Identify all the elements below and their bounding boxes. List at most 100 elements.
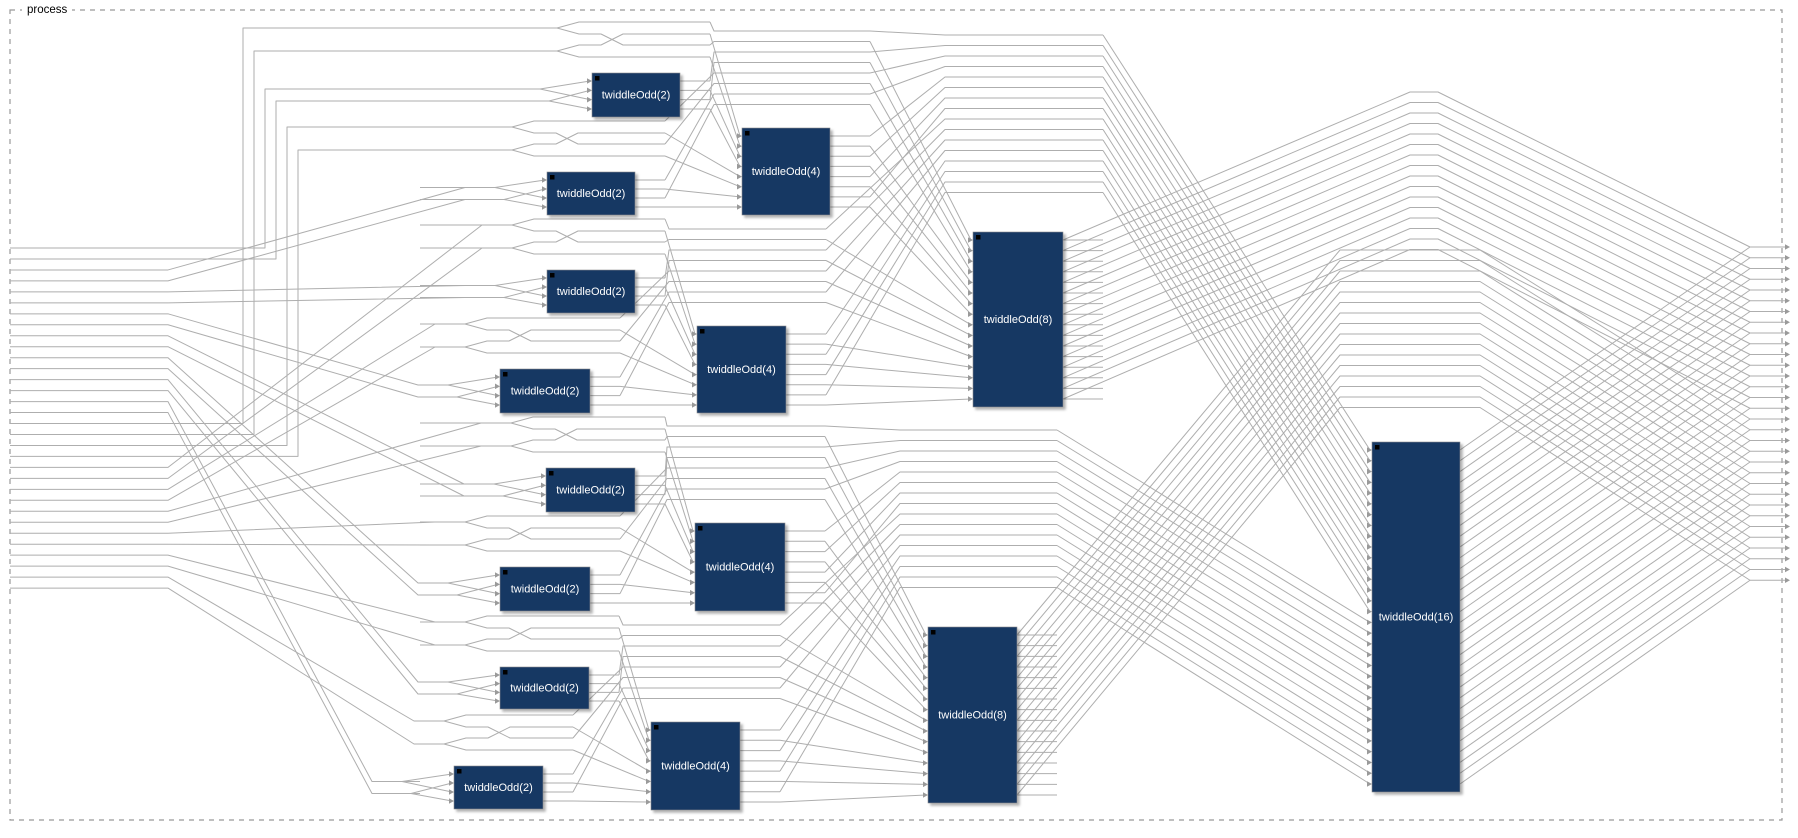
wire bbox=[572, 677, 780, 739]
wire bbox=[1459, 278, 1751, 483]
wire bbox=[1062, 154, 1751, 312]
node-label-t2b: twiddleOdd(2) bbox=[557, 188, 625, 200]
node-box-t2d bbox=[499, 368, 591, 414]
wire bbox=[420, 396, 499, 406]
wire bbox=[824, 602, 927, 711]
node-t2a: twiddleOdd(2) bbox=[591, 72, 681, 118]
wire bbox=[1062, 207, 1751, 366]
node-label-t16: twiddleOdd(16) bbox=[1379, 612, 1454, 624]
wire bbox=[420, 21, 710, 29]
wire bbox=[420, 644, 619, 652]
wire bbox=[824, 461, 1057, 490]
wire bbox=[1459, 354, 1751, 559]
node-box-t2a bbox=[591, 72, 681, 118]
wire bbox=[869, 62, 972, 251]
wire bbox=[420, 582, 499, 595]
node-box-t2e bbox=[545, 467, 636, 513]
wire bbox=[1102, 34, 1371, 451]
wire bbox=[130, 224, 483, 468]
wire bbox=[130, 100, 420, 260]
wire bbox=[1459, 429, 1751, 634]
wire bbox=[1459, 246, 1751, 451]
wire bbox=[1016, 302, 1751, 689]
wire bbox=[1056, 524, 1371, 720]
wire bbox=[1459, 386, 1751, 591]
wire bbox=[1459, 472, 1751, 677]
wire bbox=[619, 302, 826, 396]
wire bbox=[779, 677, 927, 743]
wire bbox=[420, 594, 499, 604]
wire bbox=[664, 304, 696, 365]
wire bbox=[130, 27, 420, 425]
wire bbox=[664, 72, 870, 122]
wire bbox=[869, 104, 972, 273]
wire bbox=[618, 645, 780, 676]
wire bbox=[869, 87, 1103, 157]
wire bbox=[664, 286, 696, 355]
wire bbox=[664, 451, 694, 542]
wire bbox=[410, 793, 453, 802]
wire bbox=[824, 440, 1057, 448]
wire bbox=[1016, 365, 1751, 753]
wire bbox=[779, 635, 927, 721]
node-t2d: twiddleOdd(2) bbox=[499, 368, 591, 414]
node-port-dot bbox=[698, 526, 703, 531]
wire bbox=[1062, 165, 1751, 323]
wire bbox=[619, 550, 694, 583]
node-port-dot bbox=[549, 471, 554, 476]
wire bbox=[572, 666, 780, 716]
wire bbox=[1102, 45, 1371, 462]
wire bbox=[709, 33, 741, 137]
wire bbox=[1102, 66, 1371, 483]
wire bbox=[824, 450, 1057, 469]
wire bbox=[420, 120, 665, 128]
wire bbox=[420, 33, 710, 52]
node-port-dot bbox=[503, 670, 508, 675]
wire bbox=[664, 253, 696, 345]
wire bbox=[420, 544, 620, 552]
wire bbox=[420, 385, 499, 398]
wire bbox=[664, 416, 825, 427]
wire bbox=[1016, 396, 1751, 785]
node-box-t2b bbox=[546, 171, 636, 216]
node-t4d: twiddleOdd(4) bbox=[650, 721, 741, 811]
wire bbox=[619, 499, 825, 594]
wire bbox=[1459, 332, 1751, 537]
wire bbox=[825, 171, 1103, 355]
wire bbox=[420, 89, 591, 102]
wire bbox=[779, 513, 1057, 626]
twiddle-nodes: twiddleOdd(2) twiddleOdd(2) twiddleOdd(2) t… bbox=[453, 72, 1461, 811]
wire bbox=[130, 445, 482, 523]
node-label-t2f: twiddleOdd(2) bbox=[511, 584, 579, 596]
wire bbox=[401, 781, 453, 793]
wire bbox=[779, 576, 1057, 772]
wire bbox=[1016, 260, 1751, 646]
wire bbox=[1459, 268, 1751, 472]
wire bbox=[779, 524, 1057, 647]
wire bbox=[420, 149, 665, 157]
wire bbox=[420, 199, 546, 208]
wire bbox=[130, 346, 465, 497]
wire bbox=[130, 88, 420, 249]
wire bbox=[618, 683, 650, 751]
wire bbox=[869, 76, 1103, 137]
process-boundary-label: process bbox=[22, 3, 73, 17]
wire bbox=[130, 285, 466, 293]
wire bbox=[572, 800, 650, 803]
wire bbox=[420, 187, 546, 199]
wire bbox=[130, 335, 465, 485]
wire bbox=[1056, 587, 1371, 785]
wire bbox=[1062, 186, 1751, 345]
node-box-t2h bbox=[453, 765, 544, 810]
wire bbox=[1459, 343, 1751, 548]
wire bbox=[1016, 281, 1751, 668]
wire bbox=[420, 188, 546, 200]
wire bbox=[420, 615, 619, 623]
wire bbox=[1056, 471, 1371, 666]
wire bbox=[1056, 513, 1371, 710]
wire bbox=[664, 188, 741, 198]
node-t8b: twiddleOdd(8) bbox=[927, 626, 1018, 804]
wire bbox=[618, 627, 650, 731]
wire bbox=[420, 126, 665, 145]
wire bbox=[420, 218, 665, 226]
